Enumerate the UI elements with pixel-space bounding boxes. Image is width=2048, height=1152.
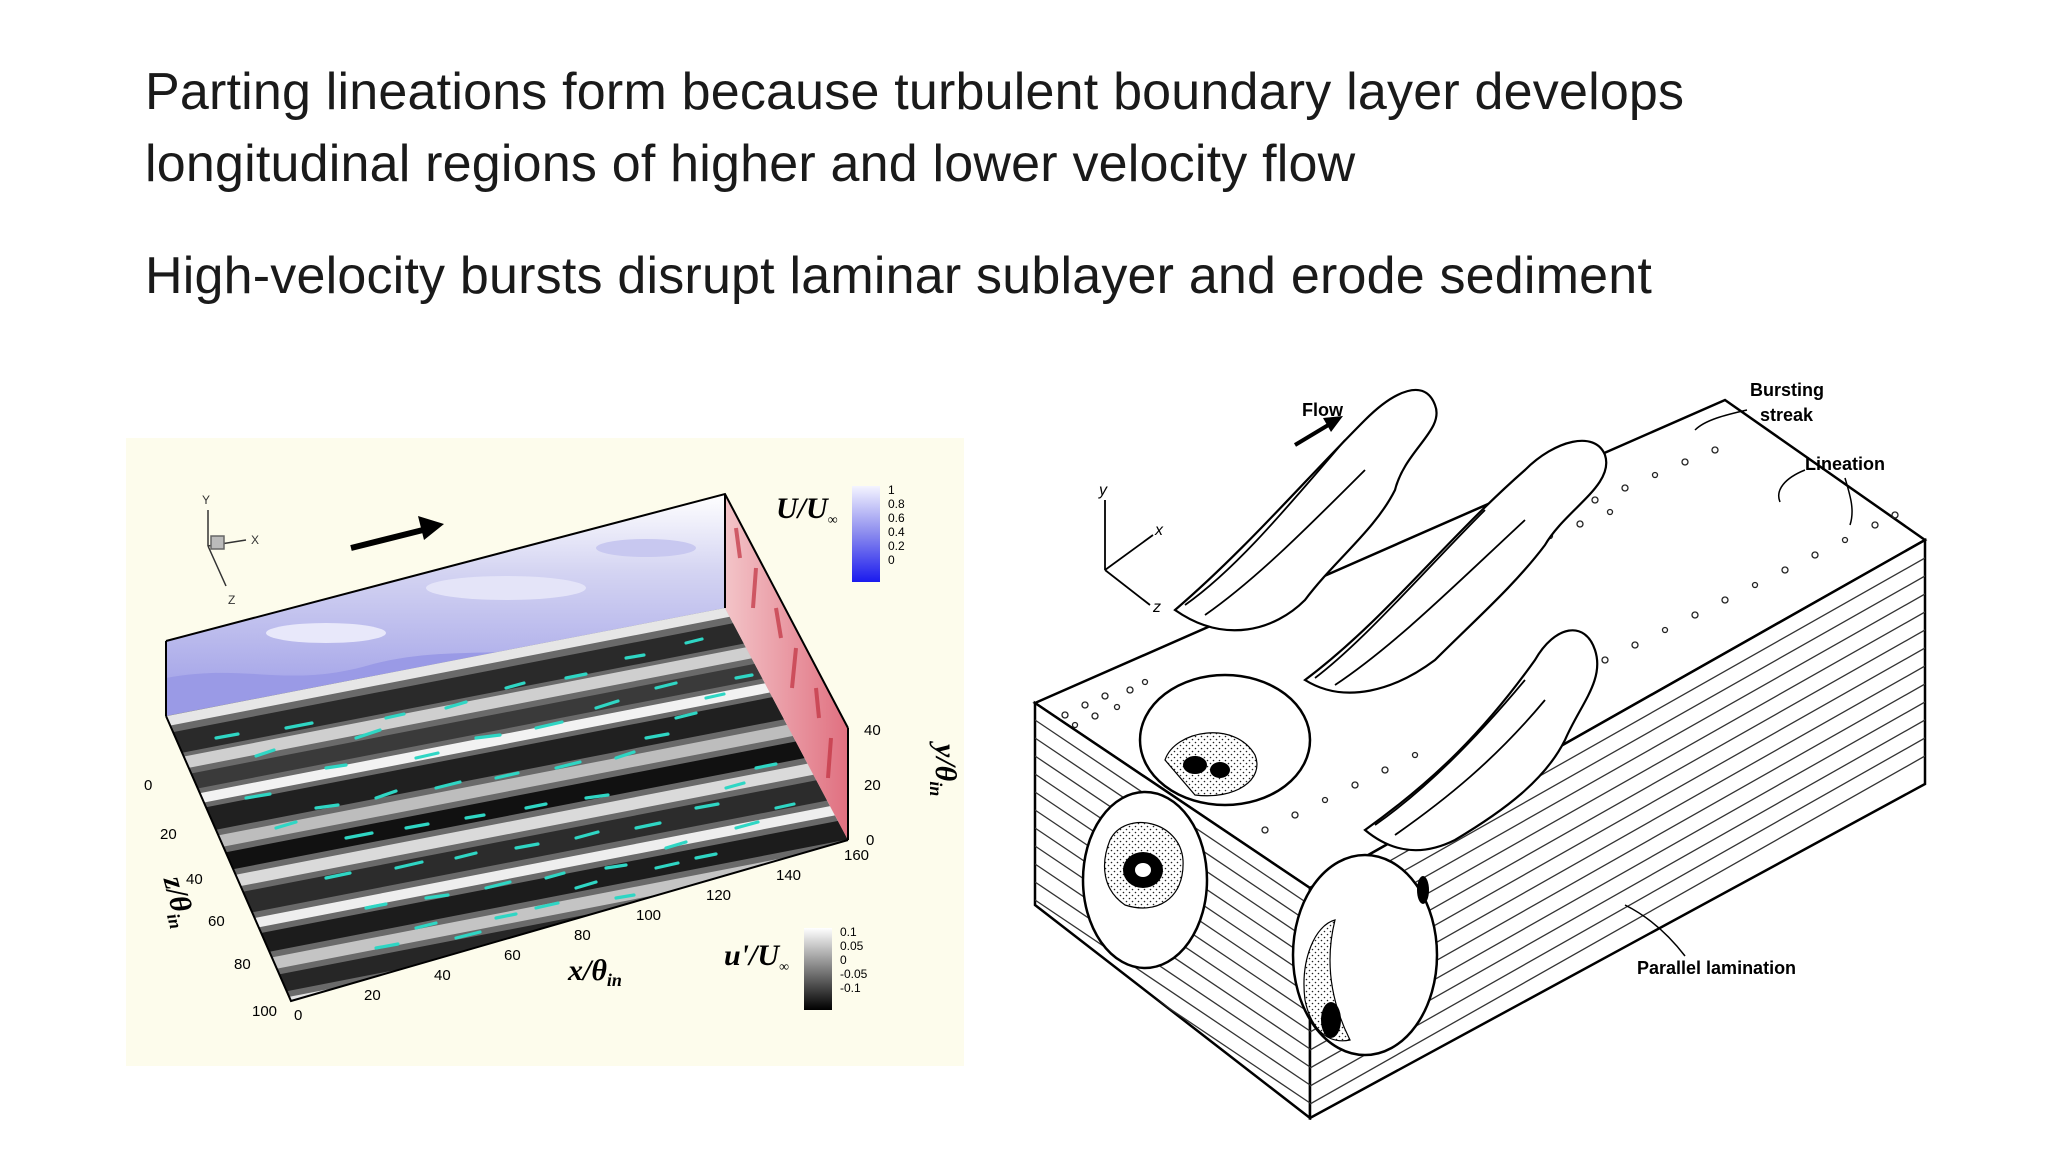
y-tick-0: 40: [864, 722, 881, 739]
axes-triad: [207, 510, 247, 587]
y-tick-2: 0: [866, 832, 874, 849]
box-edges: [165, 492, 849, 1003]
bursting-streak-2: [1303, 439, 1608, 694]
lineation-band-3: [1261, 511, 1899, 834]
flow-arrow: [350, 516, 444, 551]
streak-flow-lines: [1184, 439, 1546, 836]
x-axis-sub: in: [607, 970, 622, 990]
vortex-streaks: [214, 637, 796, 950]
block-flow-label: Flow: [1302, 400, 1344, 420]
block-axes: [1104, 500, 1154, 606]
side-eddy: [1291, 853, 1439, 1057]
cb-bottom-tick-0: 0.1: [840, 925, 857, 939]
slide-heading: Parting lineations form because turbulen…: [145, 56, 1945, 200]
bursting-label-line2: streak: [1760, 405, 1814, 425]
lineation-band-1: [1061, 678, 1149, 729]
z-tick-0: 0: [144, 777, 152, 794]
cb-bottom-tick-2: 0: [840, 953, 847, 967]
triad-y-label: Y: [202, 493, 210, 507]
x-tick-0: 0: [294, 1007, 302, 1024]
z-axis-ticks: 0 20 40 60 80 100: [144, 777, 277, 1020]
x-axis-label: x/θ: [567, 954, 607, 987]
bursting-streak-1: [1173, 388, 1438, 632]
lineation-label: Lineation: [1805, 454, 1885, 474]
cb-top-tick-3: 0.4: [888, 525, 905, 539]
svg-text:y/θin: y/θin: [926, 741, 962, 796]
simulation-figure: Y X Z U/U∞ 1 0.8 0.6 0.4 0.2 0 u'/U∞ 0.1…: [126, 438, 964, 1066]
x-tick-3: 60: [504, 947, 521, 964]
lamination-label: Parallel lamination: [1637, 958, 1796, 978]
x-tick-8: 160: [844, 847, 869, 864]
colorbar-velocity-sub: ∞: [828, 513, 838, 528]
block-axis-z: z: [1152, 599, 1161, 616]
triad-x-label: X: [251, 533, 259, 547]
cb-top-tick-0: 1: [888, 483, 895, 497]
y-tick-1: 20: [864, 777, 881, 794]
top-eddy: [1138, 673, 1312, 807]
slide-bullet: High-velocity bursts disrupt laminar sub…: [145, 247, 1653, 305]
z-tick-4: 80: [234, 956, 251, 973]
colorbar-velocity-label: U/U: [776, 492, 829, 525]
bursting-streak-label: Bursting streak: [1750, 380, 1829, 425]
bursting-streak-3: [1363, 629, 1599, 852]
heading-line-2: longitudinal regions of higher and lower…: [145, 135, 1356, 193]
cb-top-tick-1: 0.8: [888, 497, 905, 511]
z-tick-3: 60: [208, 913, 225, 930]
block-axis-x: x: [1154, 522, 1164, 539]
cb-top-tick-2: 0.6: [888, 511, 905, 525]
x-tick-7: 140: [776, 867, 801, 884]
cb-bottom-tick-1: 0.05: [840, 939, 864, 953]
z-tick-5: 100: [252, 1003, 277, 1020]
cb-bottom-tick-4: -0.1: [840, 981, 861, 995]
x-axis-ticks: 0 20 40 60 80 100 120 140 160: [294, 847, 869, 1024]
colorbar-velocity: U/U∞ 1 0.8 0.6 0.4 0.2 0: [776, 483, 905, 582]
heading-line-1: Parting lineations form because turbulen…: [145, 63, 1685, 121]
y-axis-ticks: 40 20 0: [864, 722, 881, 849]
svg-text:x/θin: x/θin: [567, 954, 622, 990]
x-tick-5: 100: [636, 907, 661, 924]
z-axis-sub: in: [163, 911, 186, 931]
x-tick-6: 120: [706, 887, 731, 904]
colorbar-fluctuation-label: u'/U: [724, 939, 780, 972]
back-wall: [166, 494, 725, 716]
lineation-block-diagram: y x z Flow Bursting streak Lineation Par…: [1032, 380, 1928, 1120]
y-axis-sub: in: [926, 781, 946, 796]
front-eddy: [1081, 790, 1209, 970]
block-axis-y: y: [1098, 482, 1108, 499]
x-tick-4: 80: [574, 927, 591, 944]
y-axis-label: y/θ: [929, 741, 962, 782]
cb-top-tick-5: 0: [888, 553, 895, 567]
z-tick-1: 20: [160, 826, 177, 843]
bursting-label-line1: Bursting: [1750, 380, 1824, 400]
colorbar-fluctuation-sub: ∞: [779, 960, 789, 975]
triad-z-label: Z: [228, 593, 235, 607]
z-tick-2: 40: [186, 871, 203, 888]
svg-text:U/U∞: U/U∞: [776, 492, 838, 528]
svg-text:u'/U∞: u'/U∞: [724, 939, 789, 975]
cb-top-tick-4: 0.2: [888, 539, 905, 553]
colorbar-fluctuation: u'/U∞ 0.1 0.05 0 -0.05 -0.1: [724, 925, 868, 1010]
block-flow-arrow: [1293, 416, 1343, 447]
x-tick-2: 40: [434, 967, 451, 984]
block-side-face: [1308, 537, 1927, 1120]
cb-bottom-tick-3: -0.05: [840, 967, 868, 981]
svg-text:z/θin: z/θin: [154, 872, 202, 931]
bursting-streaks: [1173, 388, 1608, 852]
x-tick-1: 20: [364, 987, 381, 1004]
